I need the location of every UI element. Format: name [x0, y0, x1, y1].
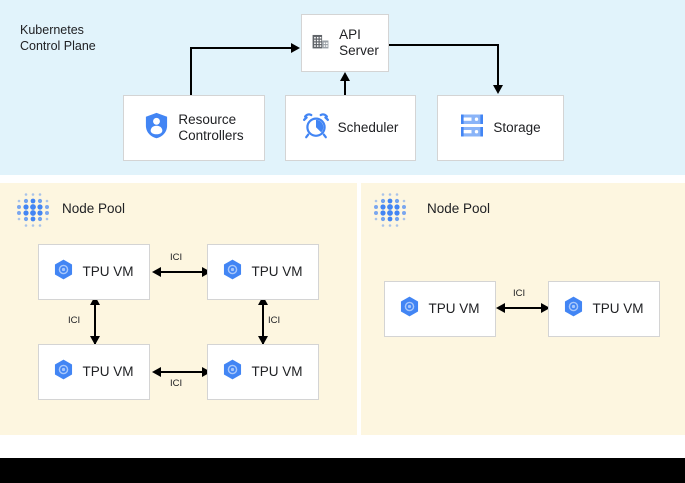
ici-bottom-label: ICI: [170, 378, 183, 389]
tpu-hexagon-icon: [564, 296, 583, 322]
node-tpu-vm-1[interactable]: TPU VM: [38, 244, 150, 300]
node-tpu-vm-3-label: TPU VM: [82, 364, 134, 379]
node-api-server-label: API Server: [339, 27, 379, 58]
connector-resctrl-horizontal: [190, 47, 292, 49]
tpu-hexagon-icon: [54, 359, 73, 385]
shield-user-icon: [144, 112, 169, 144]
node-tpu-vm-4-label: TPU VM: [251, 364, 303, 379]
node-tpu-vm-5[interactable]: TPU VM: [384, 281, 496, 337]
dot-grid-icon: [374, 193, 406, 227]
tpu-hexagon-icon: [54, 259, 73, 285]
node-tpu-vm-3[interactable]: TPU VM: [38, 344, 150, 400]
arrowhead-to-api-server-left: [291, 43, 300, 53]
connector-resctrl-vertical: [190, 47, 192, 96]
node-storage[interactable]: Storage: [437, 95, 564, 161]
ici-left-arrow-up: [90, 296, 100, 305]
ici-single-arrow-right: [541, 303, 550, 313]
connector-scheduler-vertical: [344, 80, 346, 97]
node-tpu-vm-6[interactable]: TPU VM: [548, 281, 660, 337]
node-tpu-vm-2-label: TPU VM: [251, 264, 303, 279]
ici-right-label: ICI: [268, 315, 281, 326]
node-tpu-vm-6-label: TPU VM: [592, 301, 644, 316]
ici-single-line: [499, 307, 548, 309]
node-scheduler[interactable]: Scheduler: [285, 95, 416, 161]
storage-rack-icon: [460, 113, 484, 143]
ici-top-label: ICI: [170, 252, 183, 263]
ici-top-arrow-right: [202, 267, 211, 277]
control-plane-label: Kubernetes Control Plane: [20, 23, 96, 53]
node-resource-controllers[interactable]: Resource Controllers: [123, 95, 265, 161]
node-pool-right-title: Node Pool: [427, 201, 491, 216]
node-scheduler-label: Scheduler: [337, 120, 399, 135]
alarm-clock-icon: [302, 112, 329, 144]
node-pool-left-title: Node Pool: [62, 201, 126, 216]
ici-right-arrow-up: [258, 296, 268, 305]
ici-bottom-arrow-left: [152, 367, 161, 377]
ici-left-line: [94, 304, 96, 344]
ici-bottom-line: [155, 371, 210, 373]
ici-single-label: ICI: [513, 288, 526, 299]
ici-bottom-arrow-right: [202, 367, 211, 377]
node-resource-controllers-label: Resource Controllers: [178, 112, 244, 143]
node-tpu-vm-2[interactable]: TPU VM: [207, 244, 319, 300]
ici-left-arrow-down: [90, 336, 100, 345]
ici-single-arrow-left: [496, 303, 505, 313]
ici-right-line: [262, 304, 264, 344]
connector-storage-vertical: [497, 44, 499, 86]
node-tpu-vm-4[interactable]: TPU VM: [207, 344, 319, 400]
arrowhead-to-api-server-bottom: [340, 72, 350, 81]
bottom-bar: [0, 458, 685, 483]
tpu-hexagon-icon: [223, 359, 242, 385]
ici-right-arrow-down: [258, 336, 268, 345]
tpu-hexagon-icon: [223, 259, 242, 285]
ici-left-label: ICI: [68, 315, 81, 326]
ici-top-line: [155, 271, 210, 273]
node-storage-label: Storage: [493, 120, 541, 135]
node-api-server[interactable]: API Server: [301, 14, 389, 72]
node-tpu-vm-1-label: TPU VM: [82, 264, 134, 279]
ici-top-arrow-left: [152, 267, 161, 277]
connector-storage-horizontal: [389, 44, 499, 46]
arrowhead-to-storage: [493, 85, 503, 94]
dot-grid-icon: [17, 193, 49, 227]
node-tpu-vm-5-label: TPU VM: [428, 301, 480, 316]
tpu-hexagon-icon: [400, 296, 419, 322]
building-icon: [311, 31, 330, 55]
